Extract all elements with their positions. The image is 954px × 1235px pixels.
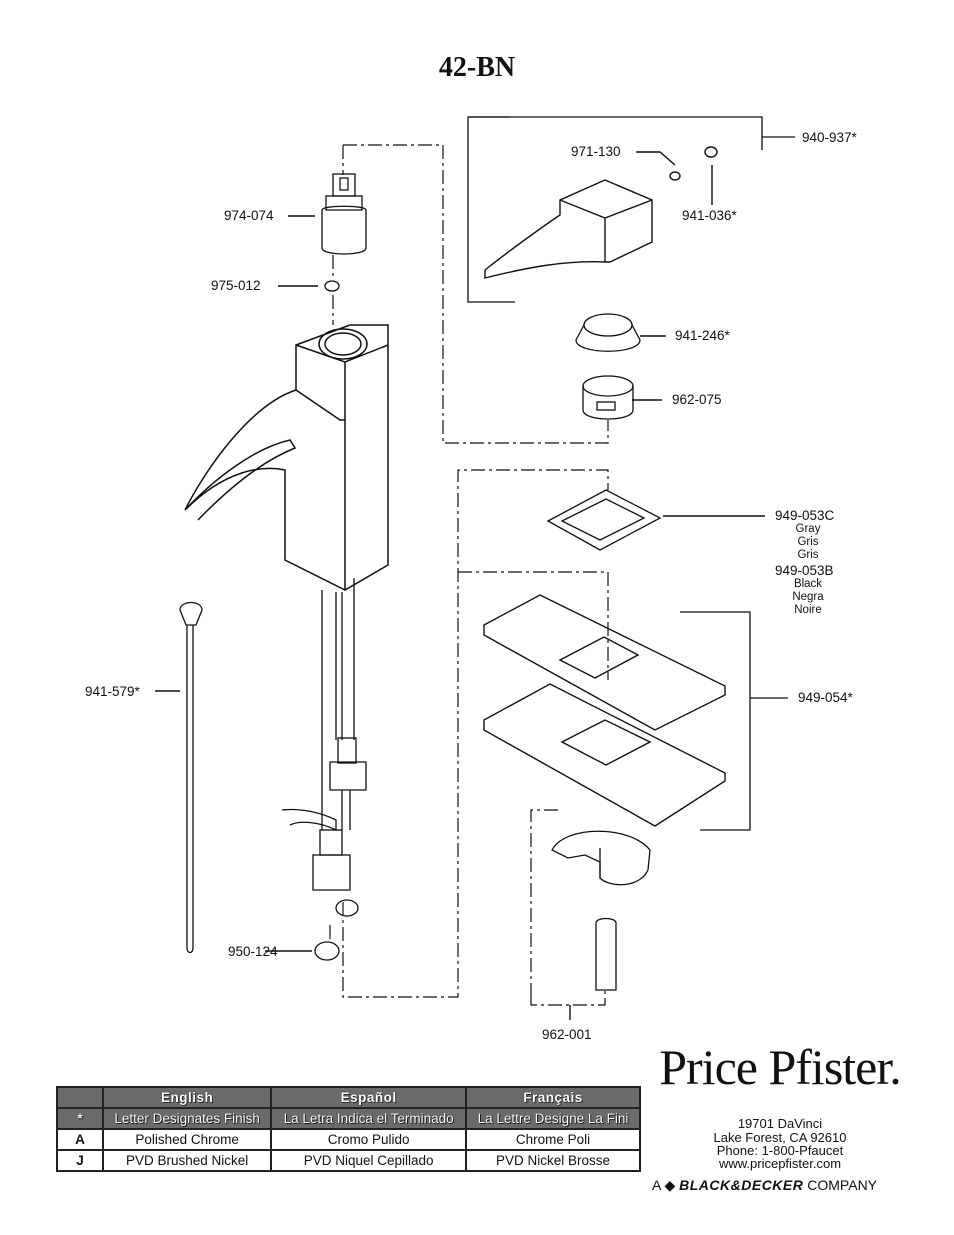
nut-941-246 bbox=[575, 313, 641, 352]
address-line1: 19701 DaVinci bbox=[737, 1116, 823, 1131]
nut-962-075 bbox=[582, 375, 634, 420]
phone-number: Phone: 1-800-Pfaucet bbox=[716, 1143, 844, 1158]
table-cell: Chrome Poli bbox=[465, 1128, 641, 1151]
table-cell: Polished Chrome bbox=[101, 1128, 273, 1151]
label-962-001: 962-001 bbox=[542, 1027, 592, 1042]
o-ring-975-012 bbox=[324, 280, 340, 292]
label-941-036: 941-036* bbox=[682, 208, 737, 223]
table-cell: PVD Brushed Nickel bbox=[101, 1149, 273, 1172]
table-header-row: English Español Français bbox=[56, 1086, 641, 1109]
color-black-fr: Noire bbox=[794, 604, 822, 616]
label-949-054: 949-054* bbox=[798, 690, 853, 705]
table-row: A Polished Chrome Cromo Pulido Chrome Po… bbox=[56, 1128, 641, 1151]
brand-logo: Price Pfister. bbox=[659, 1039, 902, 1095]
deck-plate-949-054 bbox=[483, 594, 726, 827]
company-line: A ◆ BLACK&DECKER COMPANY bbox=[652, 1177, 877, 1194]
faucet-body bbox=[184, 324, 389, 591]
address-line2: Lake Forest, CA 92610 bbox=[713, 1130, 847, 1145]
table-cell: Letter Designates Finish bbox=[101, 1107, 273, 1130]
color-black-es: Negra bbox=[792, 591, 824, 603]
company-prefix: A bbox=[652, 1177, 661, 1193]
label-940-937: 940-937* bbox=[802, 130, 857, 145]
color-gray-es: Gris bbox=[797, 536, 819, 548]
company-name: BLACK&DECKER bbox=[679, 1177, 804, 1193]
supply-hose bbox=[281, 578, 367, 961]
table-cell: Cromo Pulido bbox=[270, 1128, 468, 1151]
label-941-579: 941-579* bbox=[85, 684, 140, 699]
gasket-949-053 bbox=[546, 489, 662, 551]
bracket-949-054 bbox=[680, 611, 751, 831]
table-row: J PVD Brushed Nickel PVD Niquel Cepillad… bbox=[56, 1149, 641, 1172]
table-cell: La Letra Indica el Terminado bbox=[270, 1107, 468, 1130]
table-cell: PVD Niquel Cepillado bbox=[270, 1149, 468, 1172]
label-949-053B: 949-053B bbox=[775, 563, 834, 578]
label-949-053C: 949-053C bbox=[775, 508, 835, 523]
table-cell: * bbox=[56, 1107, 104, 1130]
label-941-246: 941-246* bbox=[675, 328, 730, 343]
color-gray-en: Gray bbox=[795, 523, 821, 535]
label-962-075: 962-075 bbox=[672, 392, 722, 407]
page-title: 42-BN bbox=[438, 52, 516, 83]
pop-up-rod-941-579 bbox=[179, 601, 203, 954]
mounting-shank-962-001 bbox=[595, 917, 617, 991]
table-cell: J bbox=[56, 1149, 104, 1172]
table-row: * Letter Designates Finish La Letra Indi… bbox=[56, 1107, 641, 1130]
label-971-130: 971-130 bbox=[571, 144, 621, 159]
bracket-940-937 bbox=[467, 116, 515, 303]
company-suffix: COMPANY bbox=[807, 1177, 878, 1193]
table-cell: A bbox=[56, 1128, 104, 1151]
company-logo-mark: ◆ bbox=[664, 1177, 676, 1193]
website-link[interactable]: www.pricepfister.com bbox=[718, 1156, 842, 1171]
table-header-cell: English bbox=[101, 1086, 273, 1109]
assembly-lines bbox=[329, 144, 609, 1006]
color-black-en: Black bbox=[793, 578, 823, 590]
table-header-cell bbox=[56, 1086, 104, 1109]
color-gray-fr: Gris bbox=[797, 549, 819, 561]
finish-table: English Español Français * Letter Design… bbox=[56, 1086, 641, 1172]
handle-940-937 bbox=[484, 146, 718, 279]
table-cell: La Lettre Designe La Fini bbox=[465, 1107, 641, 1130]
table-header-cell: Français bbox=[465, 1086, 641, 1109]
table-header-cell: Español bbox=[270, 1086, 468, 1109]
mounting-bracket bbox=[551, 830, 651, 886]
table-cell: PVD Nickel Brosse bbox=[465, 1149, 641, 1172]
leader-lines bbox=[155, 151, 765, 1020]
label-975-012: 975-012 bbox=[211, 278, 261, 293]
label-974-074: 974-074 bbox=[224, 208, 274, 223]
cartridge-974-074 bbox=[321, 173, 367, 255]
label-950-124: 950-124 bbox=[228, 944, 278, 959]
